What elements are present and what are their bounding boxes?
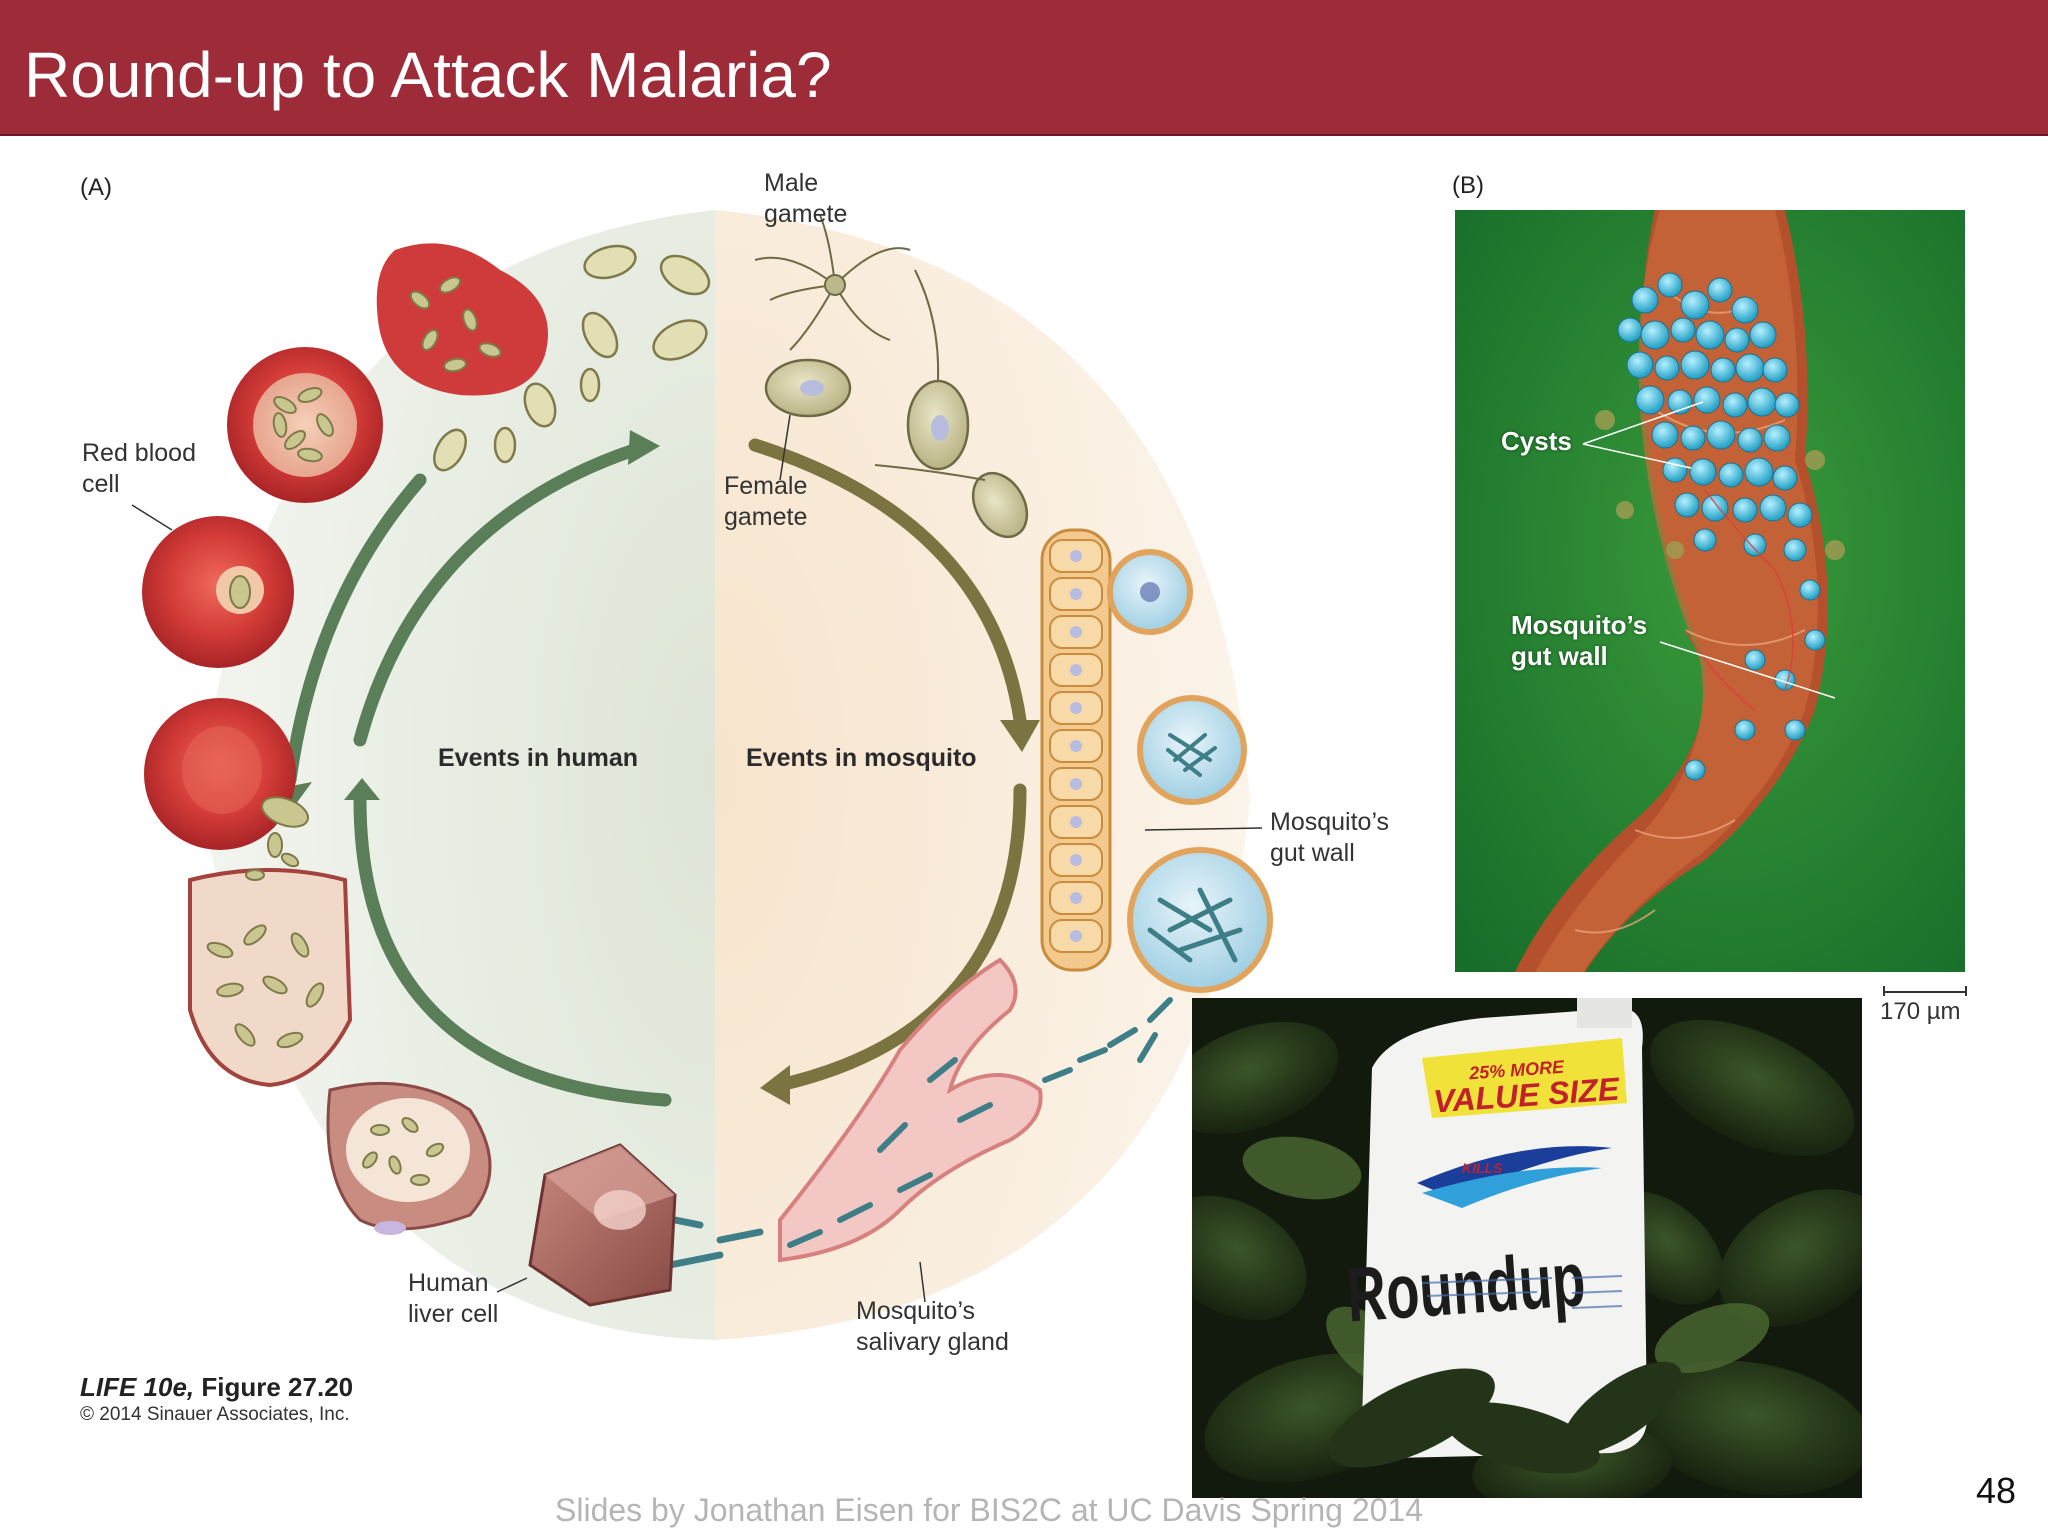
roundup-photo-image: 25% MORE VALUE SIZE KILLS Roundup bbox=[1192, 998, 1862, 1498]
kills-tag-text: KILLS bbox=[1462, 1160, 1503, 1176]
figure-credit: LIFE 10e, Figure 27.20 bbox=[80, 1372, 354, 1402]
title-bar: Round-up to Attack Malaria? bbox=[0, 0, 2048, 136]
salivary-gland-label: Mosquito’s salivary gland bbox=[856, 1297, 1009, 1356]
scale-bar-label: 170 µm bbox=[1880, 998, 1961, 1025]
slide-footer: Slides by Jonathan Eisen for BIS2C at UC… bbox=[555, 1492, 1424, 1528]
events-in-mosquito-label: Events in mosquito bbox=[746, 744, 977, 772]
scale-bar bbox=[1883, 986, 1967, 996]
red-blood-cell-label: Red blood cell bbox=[82, 439, 196, 498]
micrograph-image bbox=[1455, 210, 1965, 972]
panel-a-label: (A) bbox=[80, 174, 112, 201]
events-in-human-label: Events in human bbox=[438, 744, 639, 772]
figure-copyright: © 2014 Sinauer Associates, Inc. bbox=[80, 1404, 350, 1425]
cysts-label: Cysts bbox=[1501, 426, 1572, 456]
roundup-bottle-photo: 25% MORE VALUE SIZE KILLS Roundup bbox=[1192, 998, 1862, 1498]
mosquito-gut-wall-photo-label: Mosquito’s gut wall bbox=[1511, 610, 1648, 671]
slide-title: Round-up to Attack Malaria? bbox=[24, 39, 832, 111]
gut-wall-label: Mosquito’s gut wall bbox=[1270, 808, 1390, 867]
roundup-brand-text: Roundup bbox=[1344, 1237, 1588, 1339]
malaria-lifecycle-diagram bbox=[131, 210, 1273, 1340]
male-gamete-label: Male gamete bbox=[764, 169, 848, 228]
female-gamete-label: Female gamete bbox=[724, 472, 808, 531]
mosquito-gut-micrograph: Cysts Mosquito’s gut wall bbox=[1455, 210, 1965, 972]
human-liver-cell-label: Human liver cell bbox=[408, 1269, 499, 1328]
panel-b-label: (B) bbox=[1452, 172, 1484, 199]
page-number: 48 bbox=[1976, 1470, 2017, 1511]
